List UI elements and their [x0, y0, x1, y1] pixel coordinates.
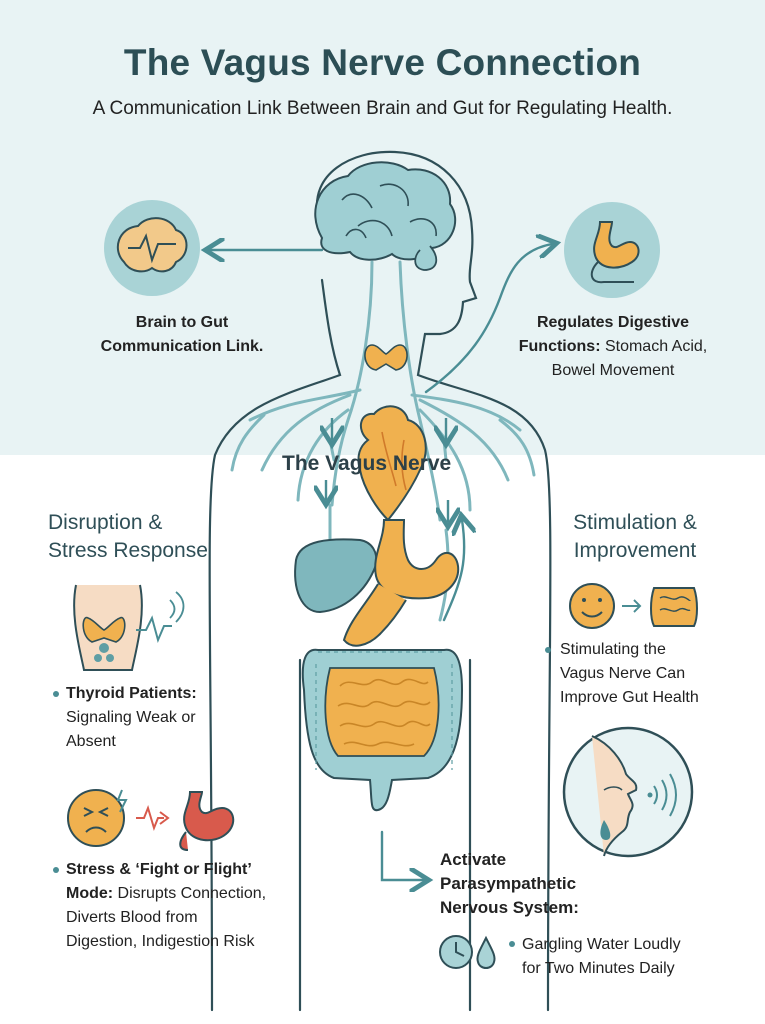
stomach-illustration: [342, 519, 460, 647]
liver-illustration: [294, 538, 378, 614]
page-title: The Vagus Nerve Connection: [123, 42, 642, 83]
gargling-text: Gargling Water Loudly for Two Minutes Da…: [522, 936, 681, 977]
stimulation-text: Stimulating the Vagus Nerve Can Improve …: [560, 641, 699, 706]
brain-pulse-icon: [104, 200, 200, 296]
vagus-nerve-label: The Vagus Nerve: [282, 452, 452, 475]
bullet: [53, 691, 59, 697]
thyroid-illustration: [364, 344, 408, 371]
page-subtitle: A Communication Link Between Brain and G…: [92, 98, 673, 119]
thyroid-neck-icon: [73, 584, 185, 671]
arrow-to-parasympathetic: [380, 830, 424, 880]
small-arrow-icon: [622, 599, 642, 613]
disruption-heading: Disruption & Stress Response: [48, 511, 208, 562]
stressed-face-icon: [67, 789, 170, 847]
face-gargle-icon: [562, 726, 694, 858]
bullet: [509, 941, 515, 947]
vagus-nerve-branches: [230, 260, 536, 622]
water-drop-icon: [476, 935, 496, 969]
stress-fight-flight-text: Stress & ‘Fight or Flight’ Mode: Disrupt…: [66, 861, 267, 950]
bullet: [53, 867, 59, 873]
smiling-face-icon: [569, 583, 615, 629]
intestines-illustration: [301, 648, 464, 812]
thyroid-patients-text: Thyroid Patients: Signaling Weak or Abse…: [66, 685, 197, 750]
digestive-functions-label: Regulates Digestive Functions: Stomach A…: [518, 314, 708, 379]
parasympathetic-heading: Activate Parasympathetic Nervous System:: [440, 850, 579, 917]
bullet: [545, 647, 551, 653]
brain-to-gut-label: Brain to Gut Communication Link.: [100, 314, 264, 355]
brain-illustration: [314, 161, 457, 271]
intestine-icon: [650, 587, 698, 627]
heart-illustration: [357, 405, 427, 522]
stimulation-heading: Stimulation & Improvement: [573, 511, 697, 562]
timer-icon: [439, 935, 473, 969]
inflamed-stomach-icon: [179, 791, 235, 851]
arrow-gut-up: [442, 520, 464, 622]
body-outline: [208, 150, 552, 1012]
stomach-icon: [564, 202, 660, 298]
arrow-to-digestive: [424, 244, 552, 394]
